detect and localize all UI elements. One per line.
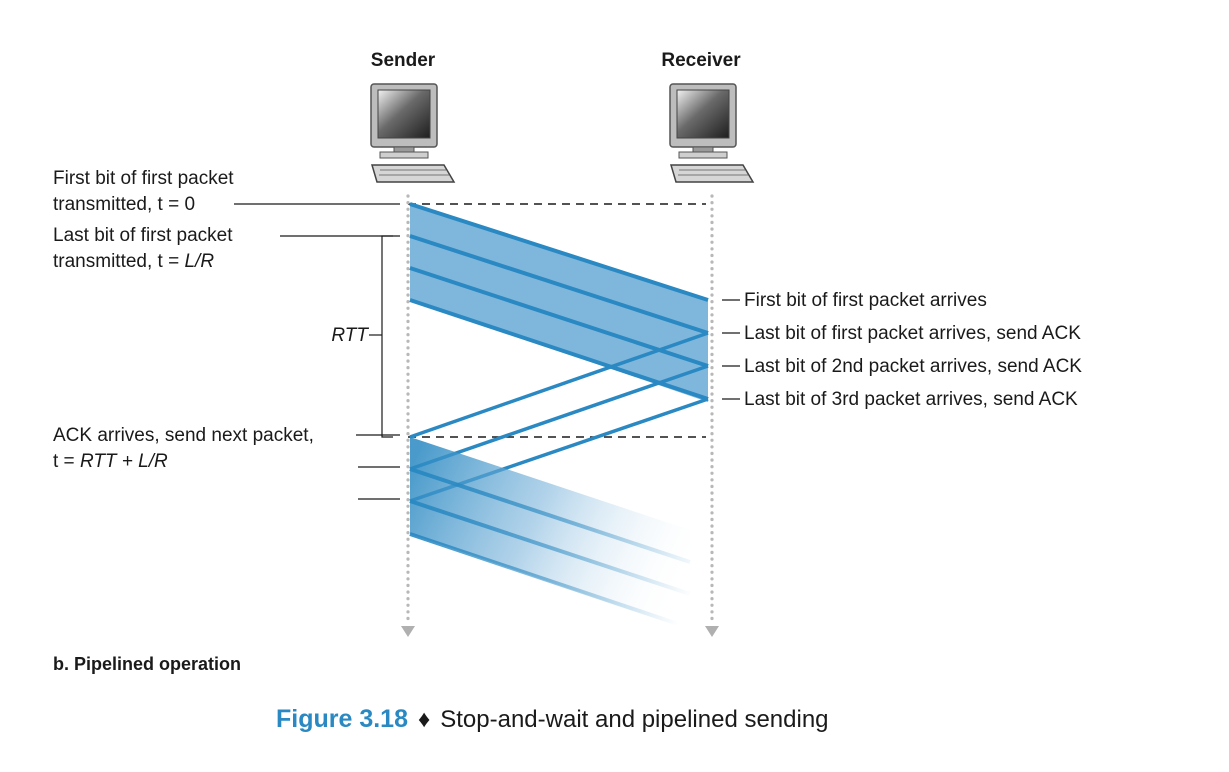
figure-number: Figure 3.18 [276,705,408,733]
figure-caption-text: Stop-and-wait and pipelined sending [440,706,828,733]
right-label-4: Last bit of 3rd packet arrives, send ACK [744,389,1078,410]
subcaption: b. Pipelined operation [53,654,241,674]
right-label-3: Last bit of 2nd packet arrives, send ACK [744,356,1082,377]
sender-computer-icon [370,83,456,183]
ack-label-line1: ACK arrives, send next packet, [53,425,314,446]
ack2-line [409,364,709,471]
receiver-computer-icon [669,83,755,183]
ack1-line [409,331,709,439]
next-packet2-line [409,499,691,596]
right-label-1: First bit of first packet arrives [744,290,987,311]
first-bit-label-line1: First bit of first packet [53,168,234,189]
packet1-first-bit-line [409,202,709,302]
sender-timeline-arrow-icon [401,626,415,637]
last-bit-label-line2: transmitted, t = L/R [53,251,214,272]
receiver-timeline-arrow-icon [705,626,719,637]
rtt-label: RTT [331,325,369,346]
receiver-label: Receiver [661,50,741,71]
last-bit-label-line1: Last bit of first packet [53,225,233,246]
ack-label-line2: t = RTT + L/R [53,451,168,472]
next-packets-band [410,437,690,630]
rtt-bracket [381,235,393,438]
next-packet3-line [409,532,691,630]
figure-caption: Figure 3.18 ♦ Stop-and-wait and pipelined … [276,705,829,733]
right-label-2: Last bit of first packet arrives, send A… [744,323,1081,344]
sender-label: Sender [371,50,436,71]
first-bit-label-line2: transmitted, t = 0 [53,194,195,215]
packet1-last-bit-line [409,234,709,335]
caption-separator-icon: ♦ [418,706,430,733]
next-packet1-line [409,467,691,564]
packet-band [410,204,708,402]
